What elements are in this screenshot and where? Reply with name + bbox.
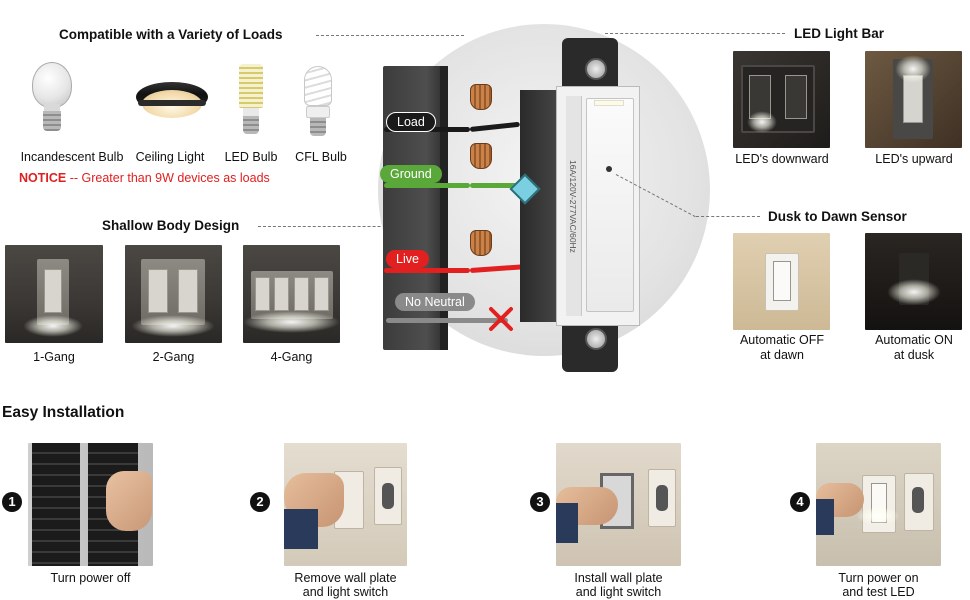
install-heading: Easy Installation [2,404,125,421]
step-4-label-line2: and test LED [842,585,915,599]
switch-rating-text: 16A/120V-277VAC/60Hz [566,96,582,316]
live-wire [384,268,470,273]
led-bar-heading: LED Light Bar [794,26,884,41]
loads-heading: Compatible with a Variety of Loads [59,27,283,42]
ground-wire [384,183,470,188]
led-downward-label: LED's downward [735,152,829,166]
step-2-label-line2: and light switch [302,585,389,599]
load-label-led: LED Bulb [224,150,278,164]
step-4-photo [816,443,941,566]
incandescent-bulb-icon [30,62,74,136]
led-upward-label: LED's upward [875,152,953,166]
gang-label-2: 2-Gang [152,350,195,364]
step-3-number: 3 [530,492,550,512]
step-1-label-line1: Turn power off [50,571,131,585]
shallow-heading: Shallow Body Design [102,218,240,233]
dawn-label-line2: at dawn [760,348,804,362]
dusk-label-line2: at dusk [893,348,935,362]
dusk-photo [865,233,962,330]
wire-nut-live [470,230,492,256]
no-neutral-tag: No Neutral [395,293,475,311]
step-3-label-line2: and light switch [575,585,662,599]
step-2-number: 2 [250,492,270,512]
gang-4-photo [243,245,340,343]
step-4-label-line1: Turn power on [838,571,919,585]
loads-leader-line [316,35,464,36]
notice-text: NOTICE -- Greater than 9W devices as loa… [19,171,270,185]
step-1-number: 1 [2,492,22,512]
led-bulb-icon [236,64,266,138]
ground-wire-tag: Ground [380,165,442,183]
gang-1-photo [5,245,103,343]
sensor-heading: Dusk to Dawn Sensor [768,209,907,224]
dawn-label-line1: Automatic OFF [739,333,825,347]
led-downward-photo [733,51,830,148]
wire-nut-load [470,84,492,110]
live-wire-tag: Live [386,250,429,268]
notice-prefix: NOTICE [19,171,67,185]
cfl-bulb-icon [298,66,338,140]
load-wire-tag: Load [386,112,436,132]
led-bar-leader-line [605,33,785,34]
ceiling-light-icon [136,82,208,124]
load-label-ceiling: Ceiling Light [135,150,205,164]
gang-label-1: 1-Gang [33,350,75,364]
led-upward-photo [865,51,962,148]
step-1-photo [28,443,153,566]
sensor-leader-line [696,216,760,217]
ground-wire-to-switch [470,183,522,188]
step-3-label-line1: Install wall plate [574,571,663,585]
neutral-wire [386,318,508,323]
light-sensor-icon [606,166,612,172]
led-light-bar [594,100,624,106]
gang-label-4: 4-Gang [270,350,313,364]
dawn-photo [733,233,830,330]
step-2-label-line1: Remove wall plate [294,571,397,585]
switch-back-body [520,90,556,322]
load-label-incandescent: Incandescent Bulb [20,150,124,164]
load-label-cfl: CFL Bulb [295,150,347,164]
step-2-photo [284,443,407,566]
top-screw-icon [585,58,607,80]
step-3-photo [556,443,681,566]
switch-rocker [586,98,634,312]
bottom-screw-icon [585,328,607,350]
step-4-number: 4 [790,492,810,512]
dusk-label-line1: Automatic ON [875,333,953,347]
notice-body: -- Greater than 9W devices as loads [66,171,270,185]
no-neutral-x-icon [488,306,514,332]
gang-2-photo [125,245,222,343]
wall-box-edge [440,66,448,350]
wire-nut-ground [470,143,492,169]
